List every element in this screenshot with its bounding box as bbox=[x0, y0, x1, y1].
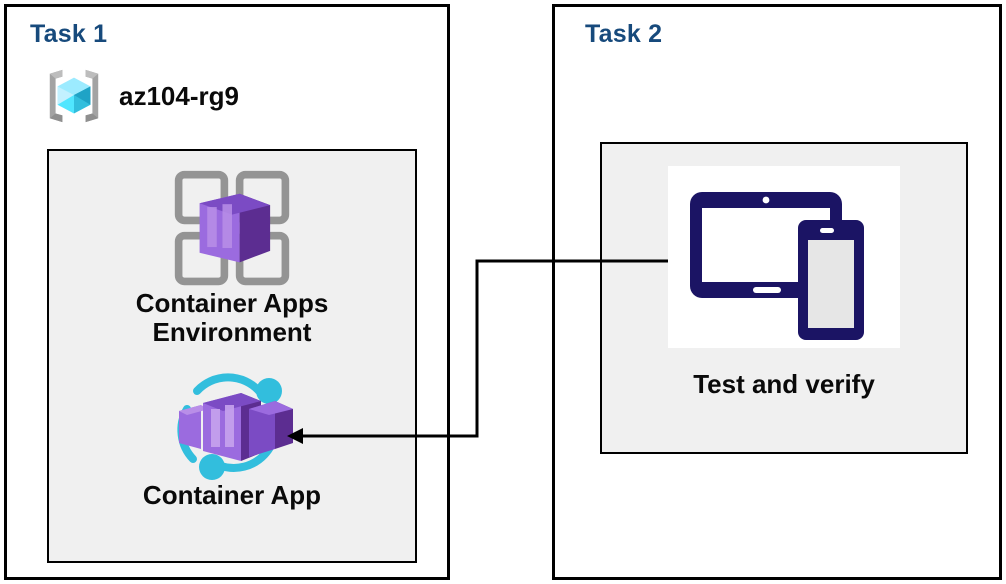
task-1-inner-panel: Container Apps Environment bbox=[47, 149, 417, 563]
resource-group-name: az104-rg9 bbox=[119, 80, 239, 111]
task-2-label: Task 2 bbox=[585, 20, 663, 48]
container-app-block: Container App bbox=[49, 369, 415, 510]
test-and-verify-caption: Test and verify bbox=[693, 369, 875, 399]
container-apps-environment-caption: Container Apps Environment bbox=[135, 288, 329, 348]
container-app-icon bbox=[49, 369, 415, 481]
container-apps-environment-icon bbox=[49, 167, 415, 289]
container-apps-environment-block: Container Apps Environment bbox=[49, 167, 415, 347]
task-1-label: Task 1 bbox=[30, 20, 108, 48]
resource-group-header: az104-rg9 bbox=[43, 65, 239, 127]
task-1-frame: az104-rg9 bbox=[4, 4, 450, 580]
task-2-inner-panel: Test and verify bbox=[600, 142, 968, 454]
azure-resource-group-icon bbox=[43, 65, 105, 127]
test-and-verify-block: Test and verify bbox=[602, 166, 966, 400]
devices-test-icon bbox=[668, 166, 900, 348]
container-app-caption: Container App bbox=[142, 480, 322, 510]
